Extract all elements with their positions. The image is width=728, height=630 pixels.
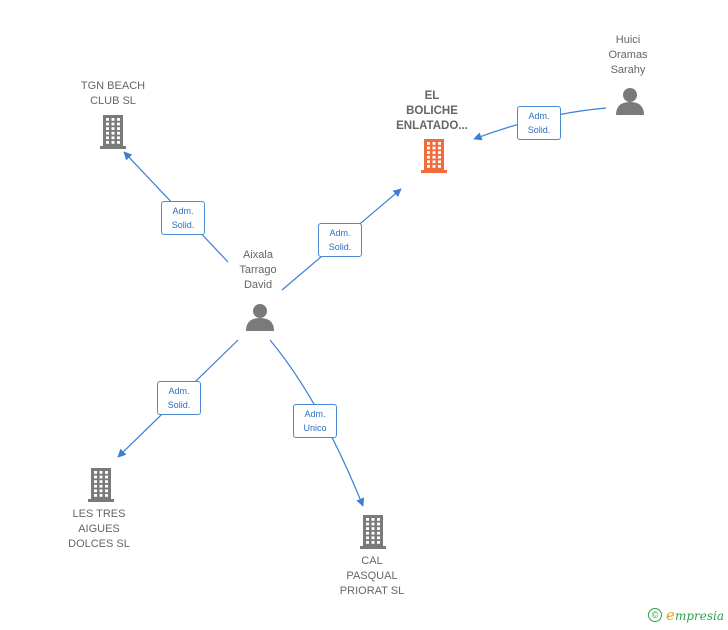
edge-role-label[interactable]: Adm. Solid. [318, 223, 362, 257]
edge-role-label[interactable]: Adm. Solid. [157, 381, 201, 415]
node-label-boliche[interactable]: EL BOLICHE ENLATADO... [396, 90, 468, 132]
node-label-tgn[interactable]: TGN BEACH CLUB SL [80, 80, 146, 107]
company-building-icon[interactable] [421, 139, 447, 173]
node-label-cal[interactable]: CAL PASQUAL PRIORAT SL [339, 555, 405, 597]
node-label-huici[interactable]: Huici Oramas Sarahy [608, 34, 648, 76]
edge-role-label[interactable]: Adm. Solid. [517, 106, 561, 140]
node-label-lestres[interactable]: LES TRES AIGUES DOLCES SL [68, 508, 130, 550]
node-label-aixala[interactable]: Aixala Tarrago David [239, 249, 277, 291]
person-icon[interactable] [246, 304, 274, 331]
company-building-icon[interactable] [88, 468, 114, 502]
footer-brand[interactable]: © empresia [648, 606, 724, 624]
edge-role-label[interactable]: Adm. Solid. [161, 201, 205, 235]
person-icon[interactable] [616, 88, 644, 115]
copyright-icon: © [648, 608, 663, 622]
company-building-icon[interactable] [100, 115, 126, 149]
company-building-icon[interactable] [360, 515, 386, 549]
brand-logo: empresia [666, 606, 724, 624]
edge-role-label[interactable]: Adm. Unico [293, 404, 337, 438]
